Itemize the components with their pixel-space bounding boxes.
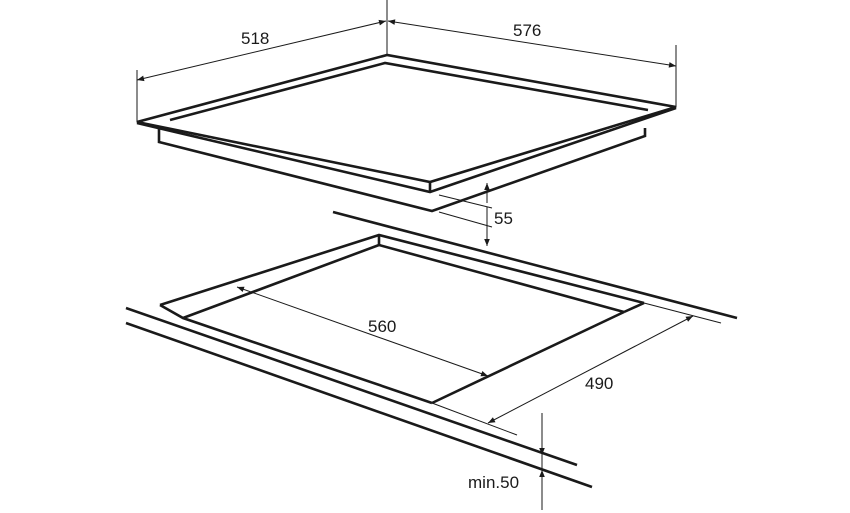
hob-dimensions: 518 576 55 xyxy=(136,0,677,246)
dimension-line-518 xyxy=(136,19,387,82)
countertop xyxy=(125,210,738,489)
label-518: 518 xyxy=(241,29,269,48)
label-55: 55 xyxy=(494,209,513,228)
extension-line xyxy=(438,211,493,228)
cutout-front-extension xyxy=(431,402,518,436)
countertop-back-edge xyxy=(332,210,738,320)
dimension-line-576 xyxy=(387,19,677,68)
hob-top-surface xyxy=(136,53,677,184)
countertop-front-top-edge xyxy=(125,306,578,467)
hob-inner-bevel xyxy=(169,61,649,122)
countertop-front-bottom-edge xyxy=(125,321,593,489)
cutout-outer-edge xyxy=(159,233,645,307)
label-min50: min.50 xyxy=(468,473,519,492)
label-490: 490 xyxy=(585,374,613,393)
hob-body xyxy=(157,128,647,213)
extension-line xyxy=(438,194,493,209)
hob-glass-edge xyxy=(136,106,677,194)
label-560: 560 xyxy=(368,317,396,336)
label-576: 576 xyxy=(513,21,541,40)
cutout-back-extension xyxy=(643,302,722,324)
cutout-right-corner xyxy=(623,301,645,314)
cutout-dimensions: 560 490 min.50 xyxy=(236,286,694,510)
dimension-line-490 xyxy=(487,315,694,424)
hob xyxy=(136,53,677,213)
dimension-line-560 xyxy=(236,286,489,377)
